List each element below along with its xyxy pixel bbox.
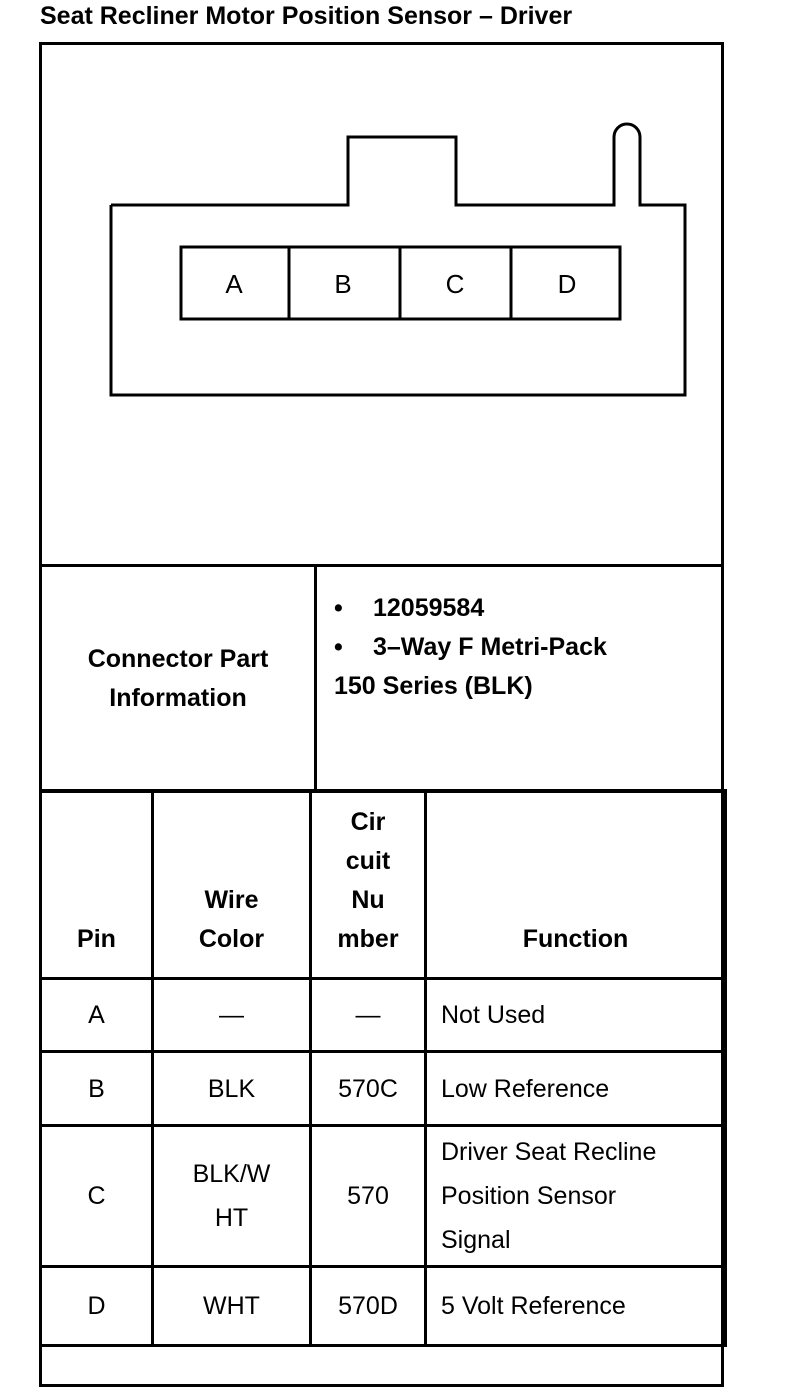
table-row: A — — Not Used [39,977,727,1053]
cavity-c-label: C [446,269,465,299]
page-title: Seat Recliner Motor Position Sensor – Dr… [40,2,573,30]
function-header: Function [424,789,727,980]
function-cell: 5 Volt Reference [424,1265,727,1347]
function-cell: Driver Seat Recline Position Sensor Sign… [424,1124,727,1268]
pin-table-header: Pin Wire Color Cir cuit Nu mber Function [39,789,727,980]
pin-cell: C [39,1124,154,1268]
pin-cell: D [39,1265,154,1347]
function-cell: Low Reference [424,1050,727,1127]
bullet: • [334,594,343,622]
circuit-cell: 570 [309,1124,427,1268]
connector-body [109,122,687,397]
pin-cell: B [39,1050,154,1127]
bullet: • [334,633,343,661]
cavity-d-label: D [558,269,577,299]
table-row: B BLK 570C Low Reference [39,1050,727,1127]
connector-description-item: • 3–Way F Metri-Pack [334,628,721,667]
connector-series: 150 Series (BLK) [334,672,533,700]
circuit-cell: — [309,977,427,1053]
pin-table: Pin Wire Color Cir cuit Nu mber Function… [39,789,727,1347]
wire-color-cell: BLK/W HT [151,1124,312,1268]
part-number-item: • 12059584 [334,589,721,628]
connector-part-info-table: Connector Part Information • 12059584 • 3–… [39,564,724,793]
wire-color-header: Wire Color [151,789,312,980]
cavity-b-label: B [334,269,351,299]
circuit-number-header: Cir cuit Nu mber [309,789,427,980]
wire-color-cell: WHT [151,1265,312,1347]
function-cell: Not Used [424,977,727,1053]
circuit-cell: 570C [309,1050,427,1127]
connector-part-info-content: • 12059584 • 3–Way F Metri-Pack 150 Series… [314,564,724,793]
wire-color-cell: — [151,977,312,1053]
table-row: C BLK/W HT 570 Driver Seat Recline Posit… [39,1124,727,1268]
wire-color-cell: BLK [151,1050,312,1127]
cavity-a-label: A [225,269,243,299]
connector-part-info-label: Connector Part Information [39,564,317,793]
circuit-cell: 570D [309,1265,427,1347]
part-number: 12059584 [373,594,485,622]
pin-cell: A [39,977,154,1053]
connector-diagram: A B C D [109,122,687,397]
table-row: D WHT 570D 5 Volt Reference [39,1265,727,1347]
pin-header: Pin [39,789,154,980]
connector-description: 3–Way F Metri-Pack [373,633,607,661]
